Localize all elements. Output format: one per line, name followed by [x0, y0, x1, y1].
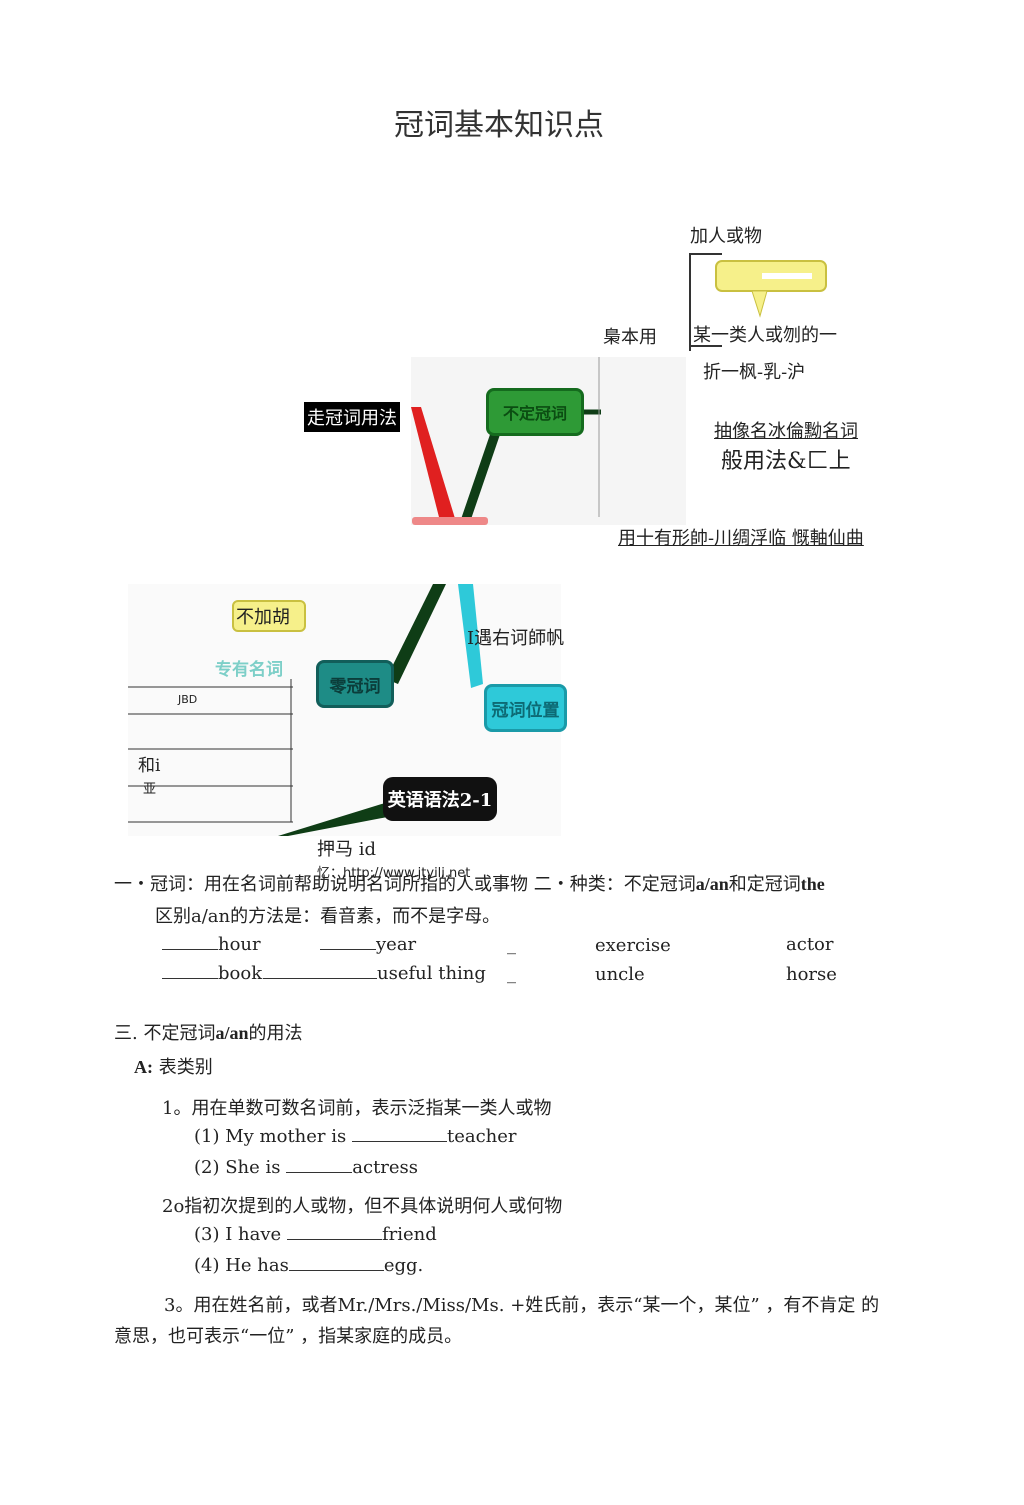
answer-blank[interactable]: [351, 1140, 447, 1142]
example-3-pre: (3) I have: [194, 1224, 282, 1245]
mindmap-label-basic-use: 梟本用: [603, 327, 657, 348]
section3-item3-line1: 3。用在姓名前，或者Mr./Mrs./Miss/Ms. +姓氏前，表示“某一个，…: [164, 1295, 880, 1316]
mindmap-label-no-add: 不加胡: [236, 607, 290, 628]
answer-blank[interactable]: [288, 1269, 384, 1271]
section1-text: 一・冠词：用在名词前帮助说明名词所指的人或事物 二・种类：不定冠词: [114, 874, 696, 895]
section3-item1: 1。用在单数可数名词前，表示泛指某一类人或物: [162, 1098, 552, 1119]
word: uncle: [595, 964, 645, 985]
section3-item2: 2o指初次提到的人或物，但不具体说明何人或何物: [162, 1196, 563, 1217]
mindmap-label-general: 般用法&匚上: [721, 449, 851, 474]
section3-a-label: A:: [134, 1057, 153, 1077]
section1-line: 一・冠词：用在名词前帮助说明名词所指的人或事物 二・种类：不定冠词a/an和定冠…: [114, 870, 825, 896]
section3-heading-post: 的用法: [248, 1023, 303, 1044]
answer-blank[interactable]: [263, 977, 377, 979]
example-3-post: friend: [381, 1224, 437, 1245]
word: year: [376, 934, 417, 955]
answer-blank[interactable]: [286, 1238, 382, 1240]
mindmap-center-node: [412, 517, 488, 525]
section3-a: A: 表类别: [134, 1053, 213, 1079]
dash-2: _: [507, 963, 516, 984]
mindmap-small-text-1: JBD: [178, 693, 198, 706]
mindmap-node-indefinite: 不定冠词: [486, 388, 584, 436]
section3-item3-line2: 意思，也可表示“一位” ，指某家庭的成员。: [114, 1326, 463, 1347]
word: useful thing: [377, 963, 486, 984]
mindmap-branches: [411, 357, 601, 525]
example-2-post: actress: [352, 1157, 419, 1178]
word: book: [218, 963, 263, 984]
mindmap-callout: [232, 600, 306, 632]
mindmap-label-url: 忆：http://www.jtyili.net: [317, 866, 471, 881]
section3-heading-bold: a/an: [215, 1023, 249, 1043]
word: exercise: [595, 935, 671, 956]
mindmap-node-grammar: 英语语法2-1: [383, 777, 497, 821]
word-row-1: hour: [162, 934, 261, 955]
example-4-post: egg.: [383, 1255, 424, 1276]
example-1: (1) My mother is teacher: [194, 1126, 517, 1147]
mindmap-node-proper: 专有名词: [215, 660, 283, 680]
mindmap-label-add-people: 加人或物: [690, 226, 762, 247]
word: horse: [786, 964, 837, 985]
mindmap-label-meet: I遇右诃師帆: [467, 628, 565, 649]
word: hour: [218, 934, 261, 955]
word-row-2b: useful thing: [263, 963, 486, 984]
example-4-pre: (4) He has: [194, 1255, 289, 1276]
mindmap-bracket: [689, 253, 827, 351]
mindmap-image-bg: [411, 357, 686, 525]
dash-1: _: [507, 934, 516, 955]
mindmap-label-abstract: 抽像名冰倫黝名词: [714, 421, 858, 442]
mindmap-label-ya: 押马 id: [317, 839, 377, 860]
example-2: (2) She is actress: [194, 1157, 418, 1178]
section1-aan: a/an: [695, 874, 729, 894]
section1-the: the: [800, 874, 825, 894]
mindmap-node-position: 冠词位置: [484, 684, 567, 732]
answer-blank[interactable]: [162, 948, 218, 950]
example-2-pre: (2) She is: [194, 1157, 281, 1178]
section3-heading-pre: 三. 不定冠词: [114, 1023, 216, 1044]
mindmap-label-compare: 折一枫-乳-沪: [703, 362, 806, 383]
word-row-1b: year: [320, 934, 416, 955]
mindmap-small-text-3: 亚: [143, 782, 157, 797]
mindmap-label-class: 某一类人或刎的一: [693, 325, 837, 346]
example-3: (3) I have friend: [194, 1224, 437, 1245]
example-4: (4) He has egg.: [194, 1255, 423, 1276]
page-title: 冠词基本知识点: [394, 108, 604, 143]
mindmap-node-zero: 零冠词: [316, 660, 394, 708]
mindmap-label-sentence: 用十有形帥-川绸浮临 慨軸仙曲: [618, 528, 864, 549]
word-row-2: book: [162, 963, 262, 984]
example-1-pre: (1) My mother is: [194, 1126, 347, 1147]
section1-and: 和定冠词: [728, 874, 801, 895]
mindmap-lower-branches: [128, 584, 483, 836]
answer-blank[interactable]: [162, 977, 218, 979]
section1-rule: 区别a/an的方法是：看音素，而不是字母。: [155, 906, 501, 927]
section3-a-text: 表类别: [158, 1057, 213, 1078]
example-1-post: teacher: [446, 1126, 517, 1147]
mindmap-label-zero-usage: 走冠词用法: [304, 402, 400, 432]
mindmap-small-text-2: 和i: [138, 756, 161, 776]
section3-heading: 三. 不定冠词a/an的用法: [114, 1019, 302, 1045]
answer-blank[interactable]: [286, 1171, 353, 1173]
answer-blank[interactable]: [320, 948, 376, 950]
word: actor: [786, 934, 834, 955]
